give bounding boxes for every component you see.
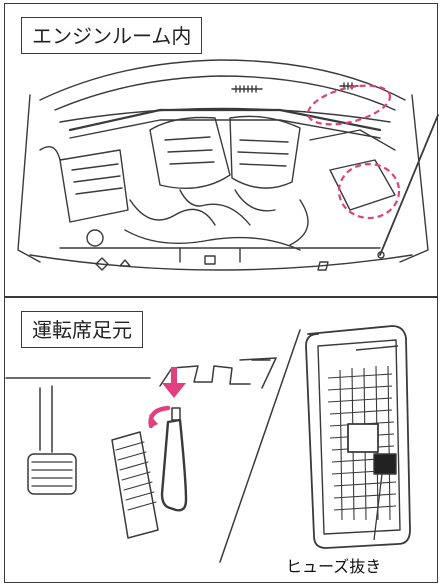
driver-footwell-label: 運転席足元 (21, 311, 143, 348)
section-divider (4, 296, 438, 298)
figure-frame (4, 3, 438, 583)
engine-room-label: エンジンルーム内 (21, 17, 203, 54)
fuse-puller-caption: ヒューズ抜き (286, 557, 382, 576)
